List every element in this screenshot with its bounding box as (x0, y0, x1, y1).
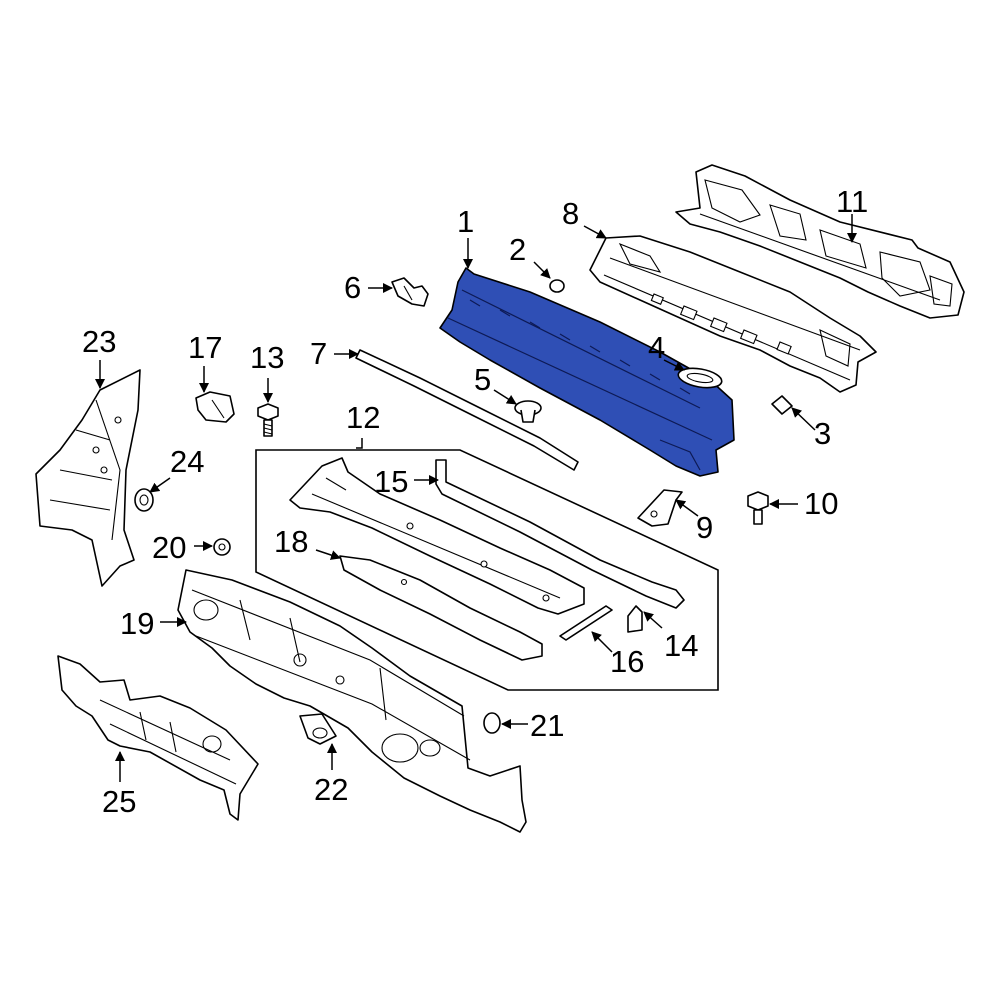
callout-9: 9 (696, 510, 713, 545)
callout-3: 3 (814, 416, 831, 451)
part-4-grommet[interactable] (677, 365, 723, 390)
part-13-bolt[interactable] (257, 403, 279, 437)
part-20-washer[interactable] (213, 538, 231, 556)
part-6-bracket[interactable] (391, 277, 429, 307)
part-5-push-pin[interactable] (514, 400, 542, 423)
part-9-bracket[interactable] (637, 489, 683, 527)
part-15-seal-strip[interactable] (435, 459, 685, 609)
part-24-washer[interactable] (134, 488, 154, 512)
callout-10: 10 (804, 486, 838, 521)
callout-22: 22 (314, 772, 348, 807)
part-22-pad[interactable] (299, 713, 337, 745)
callout-16: 16 (610, 644, 644, 679)
callout-7: 7 (310, 336, 327, 371)
part-11-dash-panel-upper[interactable] (675, 164, 965, 319)
part-18-seal[interactable] (339, 555, 543, 661)
part-21-plug[interactable] (483, 712, 501, 734)
callout-19: 19 (120, 606, 154, 641)
callout-18: 18 (274, 524, 308, 559)
part-2-plug[interactable] (549, 279, 565, 293)
part-12-cowl-cover[interactable] (289, 457, 585, 615)
part-19-dash-panel[interactable] (177, 569, 527, 833)
part-16-strip[interactable] (559, 605, 613, 641)
kit-12-box (255, 449, 719, 691)
callout-24: 24 (170, 444, 204, 479)
callout-13: 13 (250, 340, 284, 375)
part-1-cowl-panel[interactable] (439, 267, 735, 477)
callout-6: 6 (344, 270, 361, 305)
callout-14: 14 (664, 628, 698, 663)
callout-4: 4 (648, 330, 665, 365)
part-25-insulator[interactable] (57, 655, 259, 821)
callout-25: 25 (102, 784, 136, 819)
callout-labels: 1 2 3 4 5 6 7 8 9 10 11 12 13 14 15 16 1… (82, 184, 868, 819)
part-17-clip[interactable] (195, 391, 235, 423)
callout-20: 20 (152, 530, 186, 565)
part-23-side-panel[interactable] (35, 369, 141, 587)
callout-5: 5 (474, 362, 491, 397)
callout-17: 17 (188, 330, 222, 365)
callout-23: 23 (82, 324, 116, 359)
part-10-bolt[interactable] (747, 491, 769, 525)
leader-lines (95, 214, 857, 782)
callout-1: 1 (457, 204, 474, 239)
part-8-cowl-top-panel[interactable] (589, 235, 877, 393)
callout-15: 15 (374, 464, 408, 499)
callout-12: 12 (346, 400, 380, 435)
callout-2: 2 (509, 232, 526, 267)
callout-21: 21 (530, 708, 564, 743)
part-3-clip[interactable] (771, 395, 793, 415)
callout-11: 11 (836, 184, 868, 219)
part-7-weatherstrip[interactable] (355, 349, 579, 471)
part-14-clip[interactable] (627, 605, 643, 633)
callout-8: 8 (562, 196, 579, 231)
